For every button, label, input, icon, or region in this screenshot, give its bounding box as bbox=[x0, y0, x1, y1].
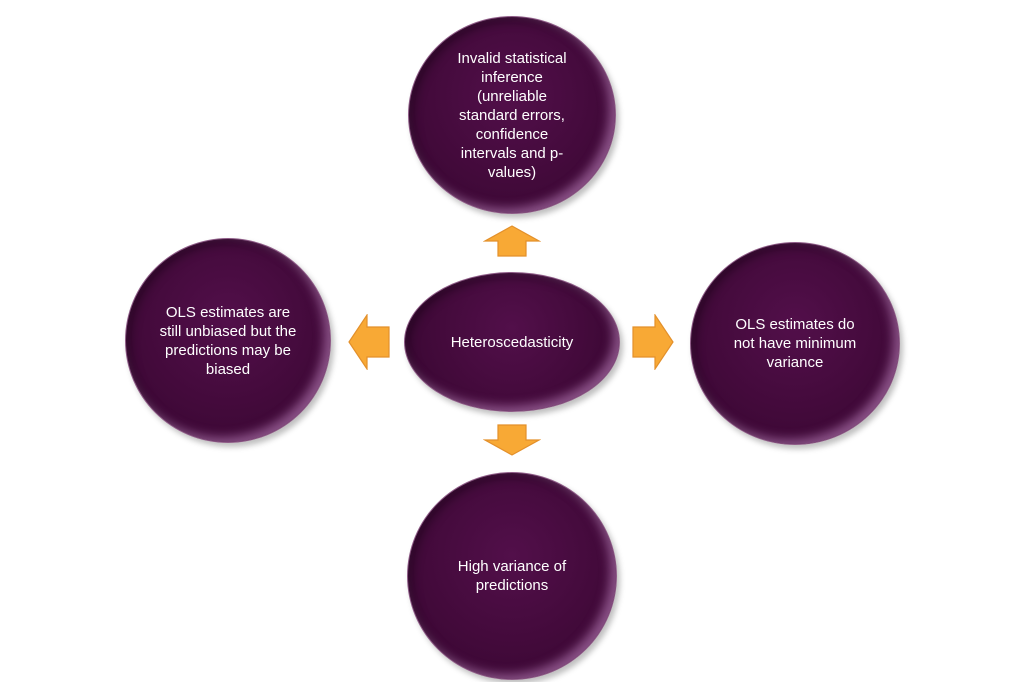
arrow-left-icon bbox=[348, 314, 390, 370]
top-node: Invalid statistical inference (unreliabl… bbox=[408, 16, 616, 214]
center-node: Heteroscedasticity bbox=[404, 272, 620, 412]
arrow-up-icon bbox=[483, 225, 541, 257]
top-node-label: Invalid statistical inference (unreliabl… bbox=[457, 49, 567, 181]
left-node-label: OLS estimates are still unbiased but the… bbox=[159, 303, 297, 378]
right-node: OLS estimates do not have minimum varian… bbox=[690, 242, 900, 445]
arrow-right-icon bbox=[632, 314, 674, 370]
right-node-label: OLS estimates do not have minimum varian… bbox=[733, 316, 857, 371]
bottom-node: High variance of predictions bbox=[407, 472, 617, 680]
arrow-down-icon bbox=[483, 424, 541, 456]
left-node: OLS estimates are still unbiased but the… bbox=[125, 238, 331, 443]
center-node-label: Heteroscedasticity bbox=[450, 333, 574, 351]
bottom-node-label: High variance of predictions bbox=[457, 558, 567, 594]
